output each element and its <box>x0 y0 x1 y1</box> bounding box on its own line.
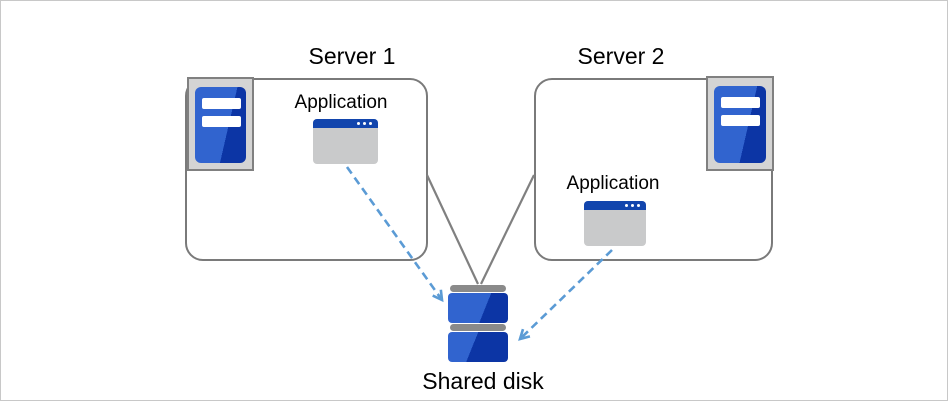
server2-title: Server 2 <box>577 43 665 69</box>
server1-title: Server 1 <box>308 43 396 69</box>
server2-application-label: Application <box>566 173 660 194</box>
server1-to-disk-line <box>426 174 479 285</box>
tower-slot <box>721 115 760 126</box>
tower-slot <box>202 98 241 109</box>
server-tower-icon <box>187 77 254 171</box>
disk-body <box>448 293 508 323</box>
titlebar-dots-icon <box>625 204 640 207</box>
server-tower-body <box>714 86 766 163</box>
tower-slot <box>721 97 760 108</box>
application-titlebar <box>584 201 646 210</box>
app2-to-disk-arrow <box>518 249 613 341</box>
server-tower-body <box>195 87 246 163</box>
disk-cap <box>450 285 506 292</box>
tower-slot <box>202 116 241 127</box>
shared-disk-label: Shared disk <box>422 368 544 394</box>
disk-cap <box>450 324 506 331</box>
server1-application-label: Application <box>294 92 388 113</box>
shared-disk-stack-icon <box>448 285 508 363</box>
application-window-icon <box>584 201 646 246</box>
disk-body <box>448 332 508 362</box>
application-window-icon <box>313 119 378 164</box>
application-titlebar <box>313 119 378 128</box>
titlebar-dots-icon <box>357 122 372 125</box>
server-tower-icon <box>706 76 774 171</box>
